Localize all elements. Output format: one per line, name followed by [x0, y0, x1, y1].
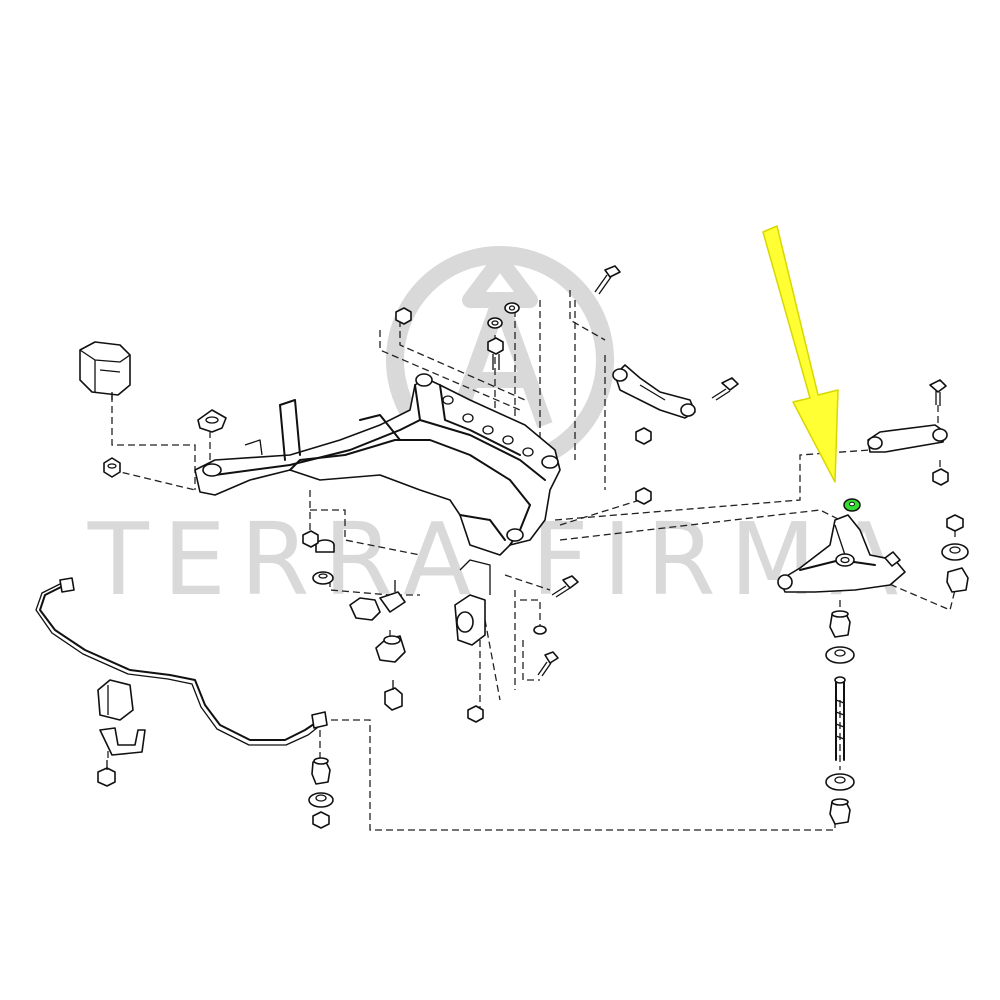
nut-left [103, 457, 121, 478]
nut-top-left [395, 307, 412, 325]
bump-washer-right [941, 543, 969, 561]
pointer-arrow [762, 225, 839, 483]
link-bushing-left [311, 757, 331, 785]
nut-right-top [932, 468, 949, 486]
bushing-right [946, 567, 969, 593]
rubber-washer [312, 571, 334, 585]
upper-mount-bushing [79, 341, 131, 400]
leader-lines [107, 290, 956, 831]
mount-stud-bushing [349, 580, 406, 621]
stabilizer-bar [35, 577, 328, 746]
long-stud-bolt [834, 676, 846, 761]
rear-subframe [194, 373, 561, 556]
stabilizer-bushing [97, 679, 134, 721]
bolt-right-middle [711, 377, 739, 401]
lower-bushing-upper [829, 610, 851, 638]
mount-insulator [197, 409, 227, 433]
clamp-bolt [97, 760, 116, 787]
bolt-vertical-top [487, 337, 504, 370]
lower-washer-upper [825, 646, 855, 664]
nut-middle-2 [635, 487, 652, 505]
lower-bushing-lower [829, 798, 851, 825]
washer-top [504, 302, 520, 314]
lower-washer-lower [825, 773, 855, 791]
link-washer-left [308, 792, 334, 808]
lower-control-arm [777, 514, 906, 593]
mount-bolt [384, 680, 403, 711]
bolt-top-middle [594, 265, 621, 295]
nut-arm-right [946, 514, 964, 532]
diff-mount-bushing [454, 559, 491, 646]
washer-lower [533, 625, 547, 635]
upper-link-arm [612, 364, 696, 419]
nut-stopper [302, 530, 319, 548]
bolt-lower [537, 651, 559, 677]
lateral-link [867, 424, 948, 453]
bolt-right-lower [551, 575, 579, 598]
stabilizer-clamp [99, 727, 146, 756]
bolt-right-top [929, 379, 947, 406]
conical-mount [375, 635, 406, 663]
highlighted-washer [843, 498, 861, 512]
washer-top-2 [487, 317, 503, 329]
nut-middle [635, 427, 652, 445]
nut-lower [467, 705, 484, 723]
link-nut-left [312, 811, 330, 829]
